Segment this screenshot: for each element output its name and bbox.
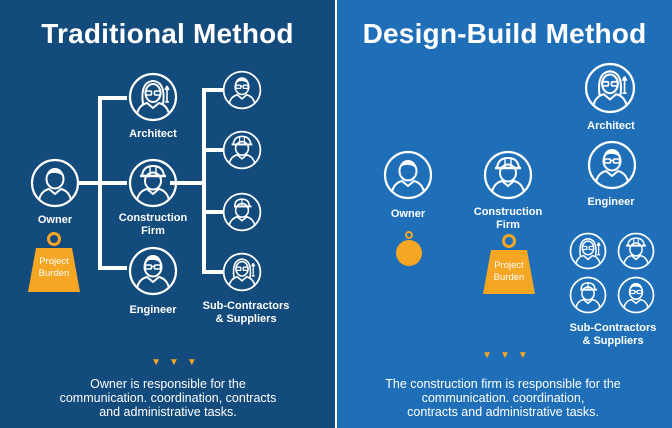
engineer-label: Engineer <box>129 304 177 316</box>
subcontractor-avatar-icon <box>569 232 607 270</box>
caption-line2: communication. coordination, <box>421 391 585 405</box>
construction-firm-avatar-icon <box>483 150 533 200</box>
project-burden-weight: Project Burden <box>26 232 82 294</box>
subcontractors-label-line2: & Suppliers <box>215 313 277 325</box>
architect-label: Architect <box>587 120 635 132</box>
engineer-avatar-icon <box>128 246 178 296</box>
weight-icon <box>28 232 80 292</box>
traditional-method-panel: Traditional Method Owner Project <box>0 0 335 428</box>
engineer-label: Engineer <box>587 196 635 208</box>
subcontractor-avatar-icon <box>222 252 262 292</box>
connector-lines <box>78 88 224 274</box>
architect-avatar-icon <box>584 62 636 114</box>
small-weight-icon <box>396 231 422 266</box>
subcontractor-avatar-icon <box>222 130 262 170</box>
design-build-method-panel: Design-Build Method Owner Construction F… <box>337 0 672 428</box>
owner-label: Owner <box>37 214 73 226</box>
subcontractors-label-line2: & Suppliers <box>582 335 644 347</box>
owner-avatar-icon <box>383 150 433 200</box>
construction-label-line2: Firm <box>496 219 520 231</box>
down-arrows-icon: ▼▼▼ <box>482 350 536 361</box>
subcontractor-avatar-icon <box>617 232 655 270</box>
down-arrows-icon: ▼▼▼ <box>151 357 205 368</box>
panel-title: Design-Build Method <box>362 18 647 49</box>
subcontractors-label-line1: Sub-Contractors <box>569 322 657 334</box>
subcontractor-avatar-icon <box>222 192 262 232</box>
owner-label: Owner <box>390 208 426 220</box>
owner-avatar-icon <box>30 158 80 208</box>
subcontractor-avatar-icon <box>222 70 262 110</box>
burden-label-line1: Project <box>39 256 69 267</box>
caption-line1: Owner is responsible for the <box>90 377 246 391</box>
caption-line2: communication. coordination, contracts <box>59 391 277 405</box>
architect-label: Architect <box>129 128 177 140</box>
architect-avatar-icon <box>128 72 178 122</box>
subcontractor-avatar-icon <box>617 276 655 314</box>
construction-label-line2: Firm <box>141 225 165 237</box>
caption-line3: contracts and administrative tasks. <box>407 405 599 419</box>
caption-line3: and administrative tasks. <box>99 405 237 419</box>
burden-label-line1: Project <box>494 260 524 271</box>
engineer-avatar-icon <box>587 140 637 190</box>
burden-label-line2: Burden <box>38 268 70 279</box>
construction-label-line1: Construction <box>118 212 188 224</box>
burden-label-line2: Burden <box>493 272 525 283</box>
subcontractors-label-line1: Sub-Contractors <box>202 300 290 312</box>
construction-label-line1: Construction <box>473 206 543 218</box>
weight-icon <box>483 234 535 294</box>
project-burden-weight: Project Burden <box>481 234 537 296</box>
construction-firm-avatar-icon <box>128 158 178 208</box>
panel-title: Traditional Method <box>41 18 294 49</box>
subcontractor-avatar-icon <box>569 276 607 314</box>
caption-line1: The construction firm is responsible for… <box>385 377 621 391</box>
